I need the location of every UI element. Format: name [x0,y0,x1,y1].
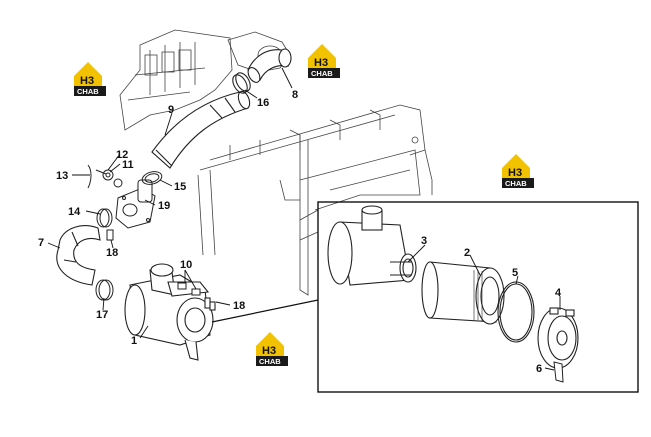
clamp-15 [141,171,163,185]
callout-11: 11 [122,159,134,171]
adapter-19 [115,179,156,229]
callout-10: 10 [180,259,192,271]
brand-logo-glyph: H3 [262,345,276,357]
clamp-16 [232,72,251,94]
brand-logo-text: CHAB [77,87,99,96]
callout-12: 12 [116,149,128,161]
brand-logo-icon: H3 CHAB [256,332,288,366]
callout-19: 19 [158,200,170,212]
callout-labels: 1 2 3 4 5 6 7 8 9 10 11 12 13 14 15 16 1… [38,89,562,375]
callout-1: 1 [131,335,137,347]
callout-2: 2 [464,247,470,259]
brand-logo-text: CHAB [505,179,527,188]
housing-3 [327,205,417,286]
brand-logo-icon: H3 CHAB [308,44,340,78]
intake-hose-9 [151,90,251,169]
bolt-18-upper [106,229,114,241]
brand-logo-glyph: H3 [80,75,94,87]
air-cleaner-assembly-1 [124,263,216,361]
callout-5: 5 [512,267,518,279]
clamp-14 [96,208,113,228]
dust-valve-6 [553,361,564,383]
callout-14: 14 [68,206,81,218]
brand-logo-glyph: H3 [508,167,522,179]
brand-logo-icon: H3 CHAB [502,154,534,188]
callout-15: 15 [174,181,186,193]
callout-18-upper: 18 [106,247,118,259]
callout-4: 4 [555,287,562,299]
filter-element-2 [421,261,505,325]
clamp-17 [95,279,114,301]
callout-16: 16 [257,97,269,109]
callout-8: 8 [292,89,298,101]
callout-13: 13 [56,170,68,182]
inset-leader-line [211,299,319,323]
detail-inset-frame [317,201,639,393]
callout-7: 7 [38,237,44,249]
brand-logo-icon: H3 CHAB [74,62,106,96]
sensor-parts-11-12-13 [87,164,123,189]
callout-6: 6 [536,363,542,375]
cover-4 [537,307,579,369]
leader-lines [47,67,561,371]
callout-9: 9 [168,104,174,116]
callout-3: 3 [421,235,427,247]
elbow-hose-8 [247,48,292,83]
hose-7 [56,225,101,286]
callout-18-lower: 18 [233,300,245,312]
vehicle-frame-drawing [119,29,433,296]
brand-logo-glyph: H3 [314,57,328,69]
seal-ring-5 [497,281,535,343]
brand-logo-text: CHAB [259,357,281,366]
callout-17: 17 [96,309,108,321]
brand-logo-text: CHAB [311,69,333,78]
